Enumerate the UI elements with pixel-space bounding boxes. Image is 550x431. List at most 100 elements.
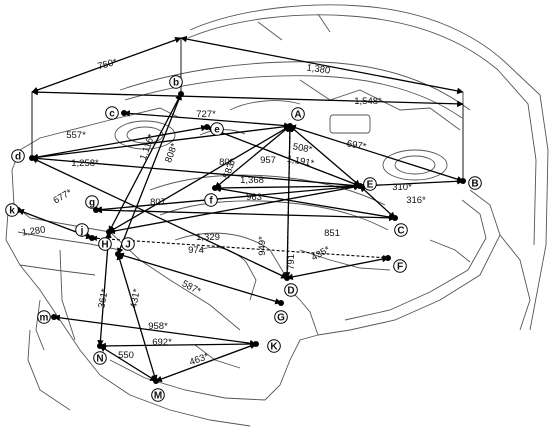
dimension-N-K-value: 692* <box>152 337 172 348</box>
dimension-H-E-value: 1,191* <box>286 154 315 170</box>
point-label-E: E <box>367 180 374 191</box>
point-label-circle-A <box>291 107 305 121</box>
point-marker-c <box>121 110 127 116</box>
point-label-circle-D <box>284 283 298 297</box>
point-marker-B <box>460 178 466 184</box>
point-marker-G <box>278 300 284 306</box>
dimension-d-E-value: 1,258* <box>71 158 99 169</box>
point-label-circle-J <box>121 237 135 251</box>
point-label-J: J <box>125 240 131 251</box>
dimension-H-N-value: 361* <box>96 288 110 309</box>
point-label-circle-j <box>75 223 89 237</box>
point-label-circle-m <box>37 310 51 324</box>
point-label-N: N <box>96 354 103 365</box>
dimension-labels: 750*1,3801,548*727*697*557*1,116*808*1,2… <box>21 57 426 368</box>
point-label-circle-H <box>98 237 112 251</box>
point-marker-f <box>212 185 218 191</box>
point-label-circle-f <box>204 193 218 207</box>
dimension-d-b-line <box>31 36 182 94</box>
measuring-point-g: g <box>85 195 99 213</box>
measuring-point-c: c <box>105 106 127 120</box>
dimension-J-M-value: 431* <box>128 288 142 309</box>
dimension-J-G-line <box>117 252 282 305</box>
dimension-b-J-line <box>117 93 182 255</box>
dimension-A-D-value: 791 <box>286 254 297 270</box>
dimension-E-C-value: 316* <box>406 195 426 206</box>
dimension-g-E-value: 807 <box>150 197 166 208</box>
dimension-d-B-line <box>31 88 464 108</box>
dimension-b-B-line <box>180 35 464 95</box>
dimension-m-K-value: 958* <box>148 321 168 332</box>
measuring-point-b: b <box>169 75 184 97</box>
point-label-F: F <box>397 262 403 273</box>
point-marker-M <box>153 378 159 384</box>
point-label-j: j <box>80 226 84 237</box>
point-label-K: K <box>270 342 278 353</box>
point-label-circle-M <box>151 388 165 402</box>
dimension-f-C-value: 963 <box>246 192 262 203</box>
point-label-f: f <box>209 196 213 207</box>
point-label-e: e <box>214 125 220 136</box>
dimension-N-M-value: 550 <box>118 350 134 361</box>
dimension-b-B-value: 1,380 <box>306 62 331 76</box>
point-label-M: M <box>154 391 162 402</box>
point-marker-H <box>106 229 112 235</box>
point-label-g: g <box>89 198 95 209</box>
measuring-point-H: H <box>98 229 112 251</box>
point-marker-A <box>287 123 293 129</box>
dimension-c-A-value: 727* <box>196 109 216 120</box>
dimension-M-K-line <box>155 342 257 383</box>
dimension-E-B-value: 310* <box>392 182 412 193</box>
dimension-d-B-value: 1,548* <box>354 96 382 107</box>
dimension-D-F-value: 435* <box>310 244 333 263</box>
measuring-point-A: A <box>287 107 305 129</box>
dimension-A-B-line <box>289 124 464 183</box>
point-marker-N <box>97 343 103 349</box>
point-marker-J <box>115 251 121 257</box>
point-marker-m <box>51 314 57 320</box>
point-marker-b <box>178 91 184 97</box>
point-marker-e <box>204 124 210 130</box>
point-label-circle-c <box>105 106 119 120</box>
point-label-circle-B <box>468 176 482 190</box>
point-marker-E <box>357 183 363 189</box>
dimension-j-F-value: 974 <box>188 245 204 256</box>
dimension-A-E-line <box>289 125 361 187</box>
dimension-A-E-value: 508* <box>292 141 313 155</box>
measuring-point-E: E <box>357 177 377 191</box>
point-label-circle-k <box>5 203 19 217</box>
point-label-B: B <box>471 179 478 190</box>
point-label-C: C <box>397 226 404 237</box>
measuring-point-G: G <box>274 300 288 324</box>
dimension-H-A-value: 1,329 <box>196 232 220 243</box>
point-marker-j <box>89 235 95 241</box>
measuring-point-C: C <box>392 215 408 237</box>
point-marker-D <box>284 275 290 281</box>
measuring-point-F: F <box>385 255 407 273</box>
dimension-e-E-value: 806 <box>219 157 235 168</box>
point-label-b: b <box>173 78 179 89</box>
point-label-D: D <box>287 286 294 297</box>
dimension-H-A-line <box>108 125 291 233</box>
point-label-circle-e <box>210 122 224 136</box>
point-marker-d <box>29 155 35 161</box>
dimension-N-K-line <box>99 340 257 350</box>
dimension-d-e-value: 557* <box>66 130 86 141</box>
point-marker-F <box>385 255 391 261</box>
point-label-circle-N <box>93 351 107 365</box>
point-label-circle-K <box>267 339 281 353</box>
dimension-g-C-value: 851 <box>324 228 340 239</box>
measuring-point-J: J <box>115 237 135 257</box>
measuring-point-j: j <box>75 223 95 241</box>
dimension-k-j-value: 1,280 <box>21 224 46 238</box>
dimension-d-A-value: 957 <box>260 155 276 166</box>
dimension-A-D-value: 949* <box>257 236 268 256</box>
point-label-circle-d <box>11 149 25 163</box>
point-label-circle-C <box>394 223 408 237</box>
dimension-lines <box>17 35 464 383</box>
point-label-m: m <box>40 313 49 324</box>
measuring-point-k: k <box>5 203 21 217</box>
point-label-circle-G <box>274 310 288 324</box>
